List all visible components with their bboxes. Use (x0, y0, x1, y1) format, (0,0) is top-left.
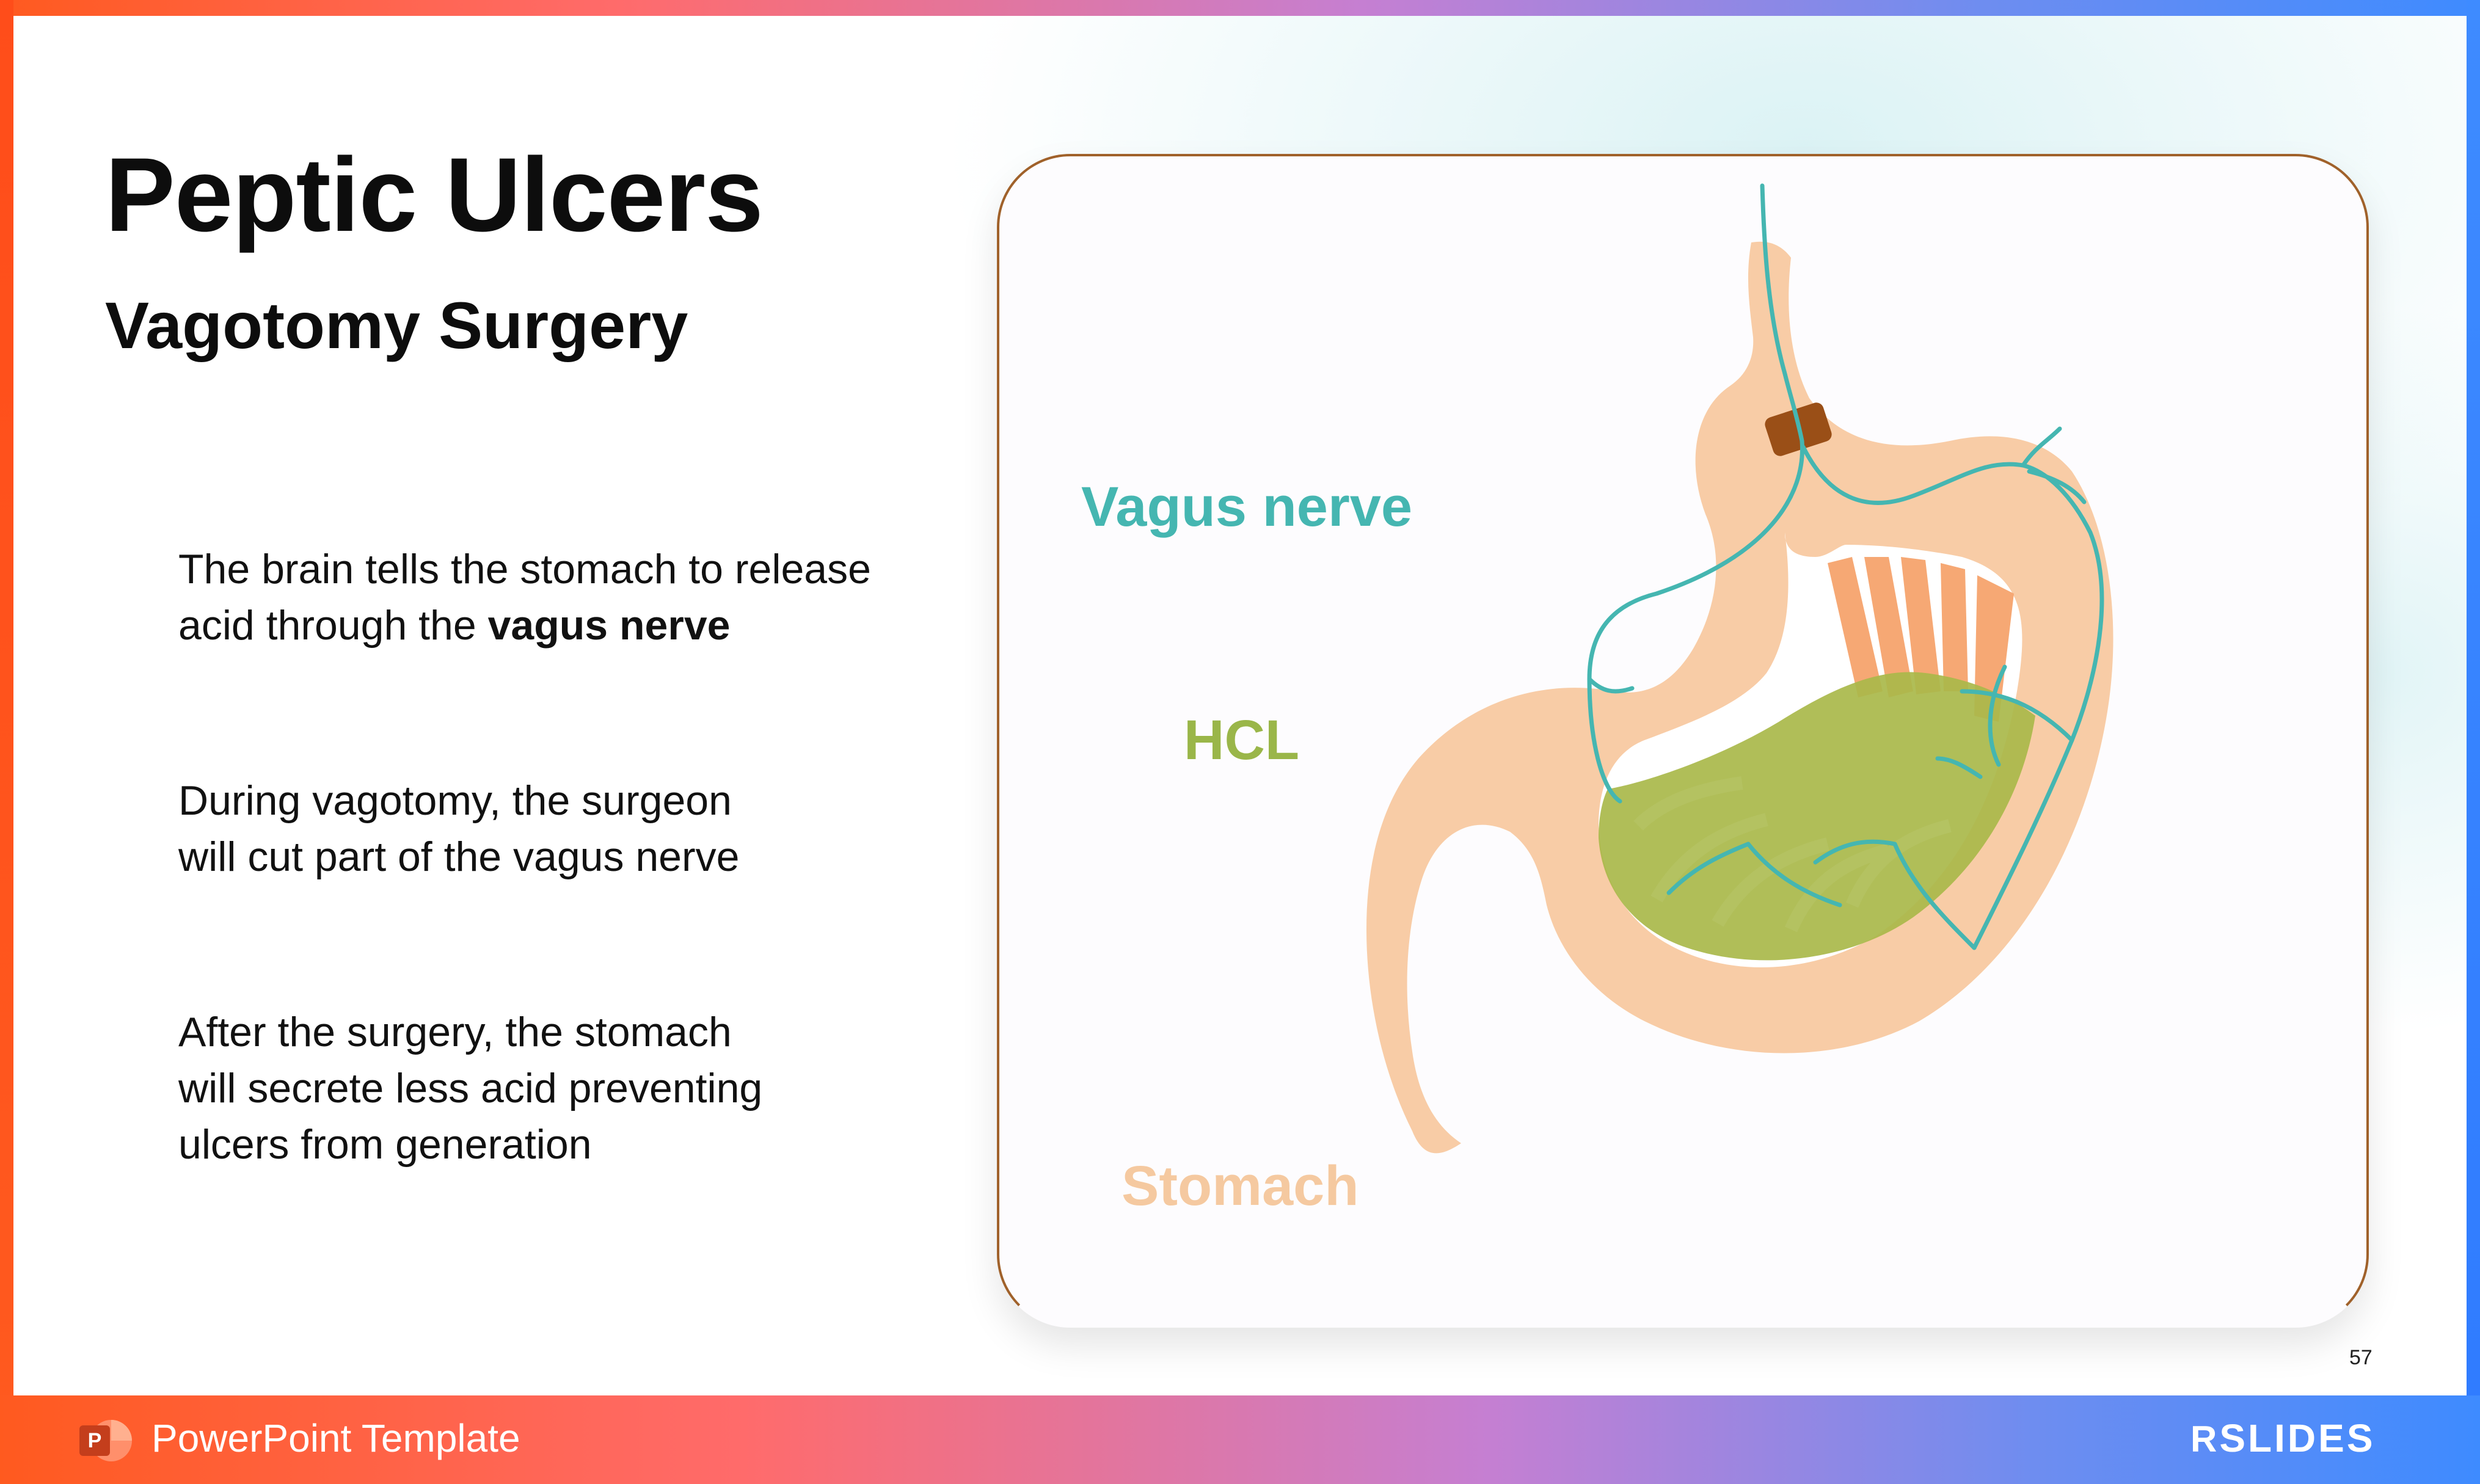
label-stomach[interactable]: Stomach (1121, 1154, 1359, 1218)
logo-text: SLIDES (2219, 1416, 2375, 1460)
paragraph-line: During vagotomy, the surgeon (178, 773, 936, 829)
paragraph-line: will secrete less acid preventing (178, 1060, 936, 1116)
paragraph-line: acid through the vagus nerve (178, 597, 936, 653)
page-number: 57 (2349, 1346, 2372, 1370)
paragraph-vagotomy[interactable]: During vagotomy, the surgeon will cut pa… (178, 773, 936, 885)
paragraph-after-surgery[interactable]: After the surgery, the stomach will secr… (178, 1004, 936, 1173)
paragraph-line: will cut part of the vagus nerve (178, 829, 936, 885)
paragraph-brain[interactable]: The brain tells the stomach to release a… (178, 541, 936, 653)
paragraph-line: After the surgery, the stomach (178, 1004, 936, 1060)
right-gradient-border (2467, 0, 2480, 1484)
rxslides-logo: RSLIDES (2190, 1416, 2376, 1461)
left-gradient-border (0, 0, 13, 1484)
powerpoint-icon: P (76, 1413, 134, 1468)
footer-template-label: PowerPoint Template (151, 1416, 520, 1461)
svg-text:P: P (88, 1429, 102, 1452)
paragraph-line: ulcers from generation (178, 1116, 936, 1173)
top-gradient-border (0, 0, 2480, 16)
logo-prefix: R (2190, 1419, 2219, 1460)
slide-title[interactable]: Peptic Ulcers (105, 134, 763, 255)
slide-subtitle[interactable]: Vagotomy Surgery (105, 287, 688, 363)
paragraph-text: acid through the (178, 602, 488, 649)
paragraph-line: The brain tells the stomach to release (178, 541, 936, 597)
label-hcl[interactable]: HCL (1184, 708, 1299, 773)
label-vagus-nerve[interactable]: Vagus nerve (1081, 475, 1412, 539)
paragraph-bold-term: vagus nerve (488, 602, 731, 649)
